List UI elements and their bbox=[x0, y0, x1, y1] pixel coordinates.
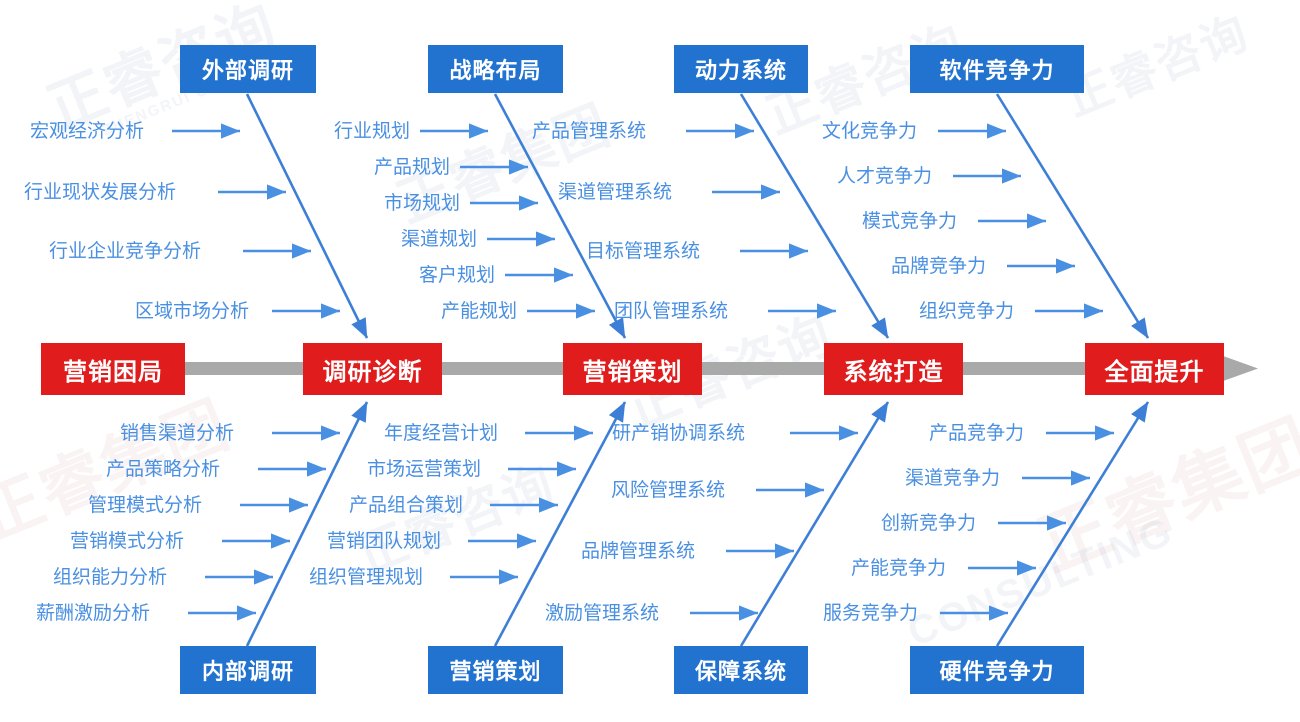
cause-top-1-0: 行业规划 bbox=[334, 121, 411, 142]
spine-node-0[interactable]: 营销困局 bbox=[41, 343, 185, 395]
cause-bottom-1-3: 营销团队规划 bbox=[327, 531, 442, 552]
spine-node-2[interactable]: 营销策划 bbox=[563, 343, 702, 395]
cause-bottom-1-2: 产品组合策划 bbox=[349, 495, 464, 516]
cause-top-0-2: 行业企业竞争分析 bbox=[49, 241, 202, 262]
category-box-bottom-3[interactable]: 硬件竞争力 bbox=[910, 646, 1084, 694]
cause-top-3-2: 模式竞争力 bbox=[862, 211, 958, 232]
cause-bottom-1-0: 年度经营计划 bbox=[384, 423, 499, 444]
bone-line-bottom-1 bbox=[245, 401, 369, 647]
cause-bottom-2-1: 风险管理系统 bbox=[611, 480, 726, 501]
cause-bottom-2-3: 激励管理系统 bbox=[545, 603, 660, 624]
bone-line-bottom-3 bbox=[739, 401, 890, 647]
cause-bottom-0-0: 销售渠道分析 bbox=[120, 423, 235, 444]
cause-bottom-0-4: 组织能力分析 bbox=[53, 567, 168, 588]
bone-line-top-3 bbox=[739, 93, 890, 339]
category-box-top-2[interactable]: 动力系统 bbox=[674, 45, 808, 93]
cause-bottom-1-4: 组织管理规划 bbox=[309, 567, 424, 588]
cause-top-2-0: 产品管理系统 bbox=[532, 121, 647, 142]
cause-top-3-3: 品牌竞争力 bbox=[891, 256, 987, 277]
cause-top-0-1: 行业现状发展分析 bbox=[24, 182, 177, 203]
category-box-top-3[interactable]: 软件竞争力 bbox=[910, 45, 1084, 93]
cause-bottom-3-0: 产品竞争力 bbox=[929, 423, 1025, 444]
spine-node-3[interactable]: 系统打造 bbox=[824, 343, 963, 395]
cause-top-2-3: 团队管理系统 bbox=[614, 301, 729, 322]
category-box-bottom-0[interactable]: 内部调研 bbox=[180, 646, 316, 694]
cause-top-0-3: 区域市场分析 bbox=[135, 301, 250, 322]
cause-top-0-0: 宏观经济分析 bbox=[30, 121, 145, 142]
cause-bottom-3-1: 渠道竞争力 bbox=[905, 468, 1001, 489]
cause-bottom-0-2: 管理模式分析 bbox=[88, 495, 203, 516]
cause-top-1-4: 客户规划 bbox=[419, 265, 496, 286]
bone-line-top-4 bbox=[995, 93, 1150, 339]
category-box-bottom-1[interactable]: 营销策划 bbox=[428, 646, 563, 694]
cause-bottom-0-3: 营销模式分析 bbox=[70, 531, 185, 552]
cause-bottom-3-2: 创新竞争力 bbox=[881, 513, 977, 534]
cause-bottom-0-1: 产品策略分析 bbox=[106, 459, 221, 480]
cause-bottom-2-2: 品牌管理系统 bbox=[581, 541, 696, 562]
cause-bottom-3-4: 服务竞争力 bbox=[823, 603, 919, 624]
bone-line-bottom-4 bbox=[995, 401, 1150, 647]
cause-arrows-top bbox=[172, 123, 1103, 319]
cause-arrows-bottom bbox=[188, 425, 1114, 621]
cause-top-1-2: 市场规划 bbox=[384, 193, 461, 214]
cause-top-2-2: 目标管理系统 bbox=[586, 241, 701, 262]
cause-bottom-0-5: 薪酬激励分析 bbox=[36, 603, 151, 624]
category-box-top-0[interactable]: 外部调研 bbox=[180, 45, 316, 93]
category-box-top-1[interactable]: 战略布局 bbox=[428, 45, 563, 93]
bone-line-bottom-2 bbox=[493, 401, 627, 647]
cause-bottom-2-0: 研产销协调系统 bbox=[612, 423, 746, 444]
spine-node-1[interactable]: 调研诊断 bbox=[303, 343, 442, 395]
cause-top-1-5: 产能规划 bbox=[441, 301, 518, 322]
cause-top-3-1: 人才竞争力 bbox=[837, 166, 933, 187]
bone-line-top-2 bbox=[493, 93, 627, 339]
cause-bottom-1-1: 市场运营策划 bbox=[367, 459, 482, 480]
spine-node-4[interactable]: 全面提升 bbox=[1085, 343, 1224, 395]
cause-top-1-3: 渠道规划 bbox=[401, 229, 478, 250]
cause-top-1-1: 产品规划 bbox=[374, 157, 451, 178]
cause-top-3-0: 文化竞争力 bbox=[822, 121, 918, 142]
cause-top-3-4: 组织竞争力 bbox=[919, 301, 1015, 322]
bone-line-top-1 bbox=[245, 93, 369, 339]
cause-top-2-1: 渠道管理系统 bbox=[558, 182, 673, 203]
cause-bottom-3-3: 产能竞争力 bbox=[851, 558, 947, 579]
category-box-bottom-2[interactable]: 保障系统 bbox=[674, 646, 808, 694]
